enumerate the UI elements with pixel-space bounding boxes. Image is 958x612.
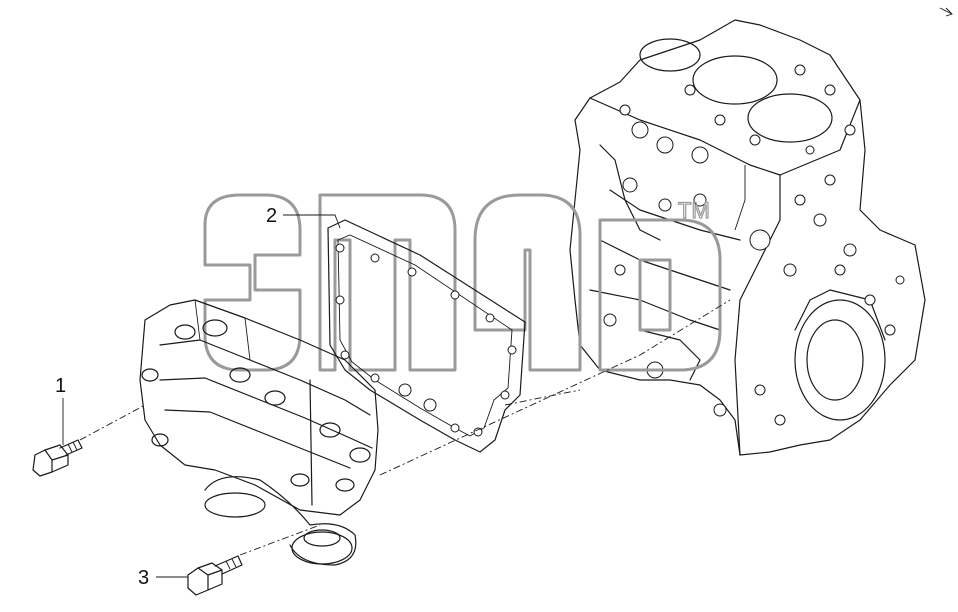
bolt-part-3	[187, 555, 243, 596]
crankcase-cover	[139, 299, 379, 566]
callout-2: 2	[266, 205, 341, 229]
watermark-trademark: TM	[678, 198, 710, 223]
assembly-lines	[79, 299, 731, 556]
callout-label-1: 1	[55, 375, 66, 397]
callout-1: 1	[55, 375, 66, 445]
callout-label-2: 2	[266, 205, 277, 227]
gasket	[327, 219, 526, 453]
callout-3: 3	[138, 567, 188, 589]
watermark-logo: TM	[203, 193, 722, 372]
bolt-part-1	[32, 439, 83, 477]
engine-block	[569, 19, 926, 456]
corner-arrow-icon	[939, 7, 953, 17]
callout-label-3: 3	[138, 567, 149, 589]
